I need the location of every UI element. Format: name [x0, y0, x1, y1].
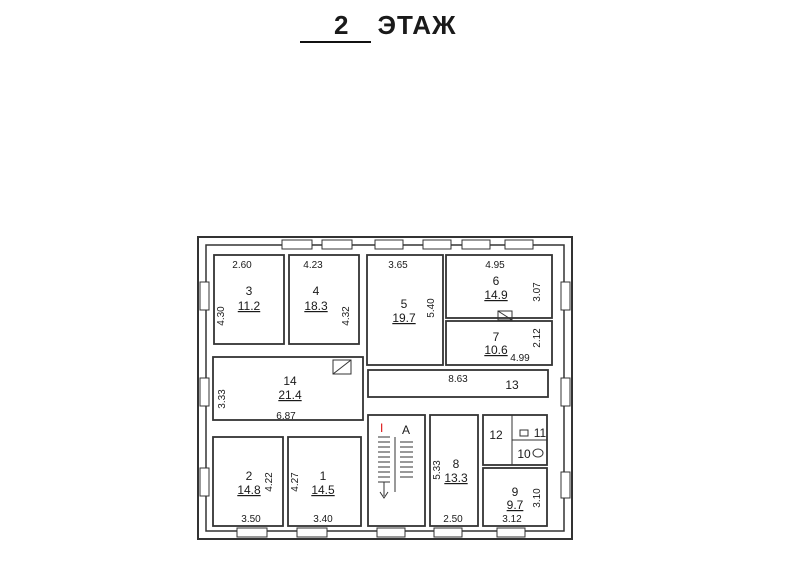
dimension: 4.32	[341, 306, 352, 326]
dimension: 3.07	[532, 282, 543, 302]
dimension: 2.60	[232, 260, 252, 271]
room-number: 2	[246, 469, 253, 483]
dimension: 4.27	[290, 472, 301, 492]
service-fixtures	[332, 310, 547, 465]
room-number: 13	[505, 378, 519, 392]
room-number: 1	[320, 469, 327, 483]
room-number: 3	[246, 284, 253, 298]
room-number: 7	[493, 330, 500, 344]
dimension: 4.99	[510, 353, 530, 364]
dimension: 3.50	[241, 514, 261, 525]
room-area: 10.6	[484, 343, 508, 357]
dimension: 3.33	[217, 389, 228, 409]
room-number: 11	[534, 426, 547, 440]
room-area: 21.4	[278, 388, 302, 402]
room-area: 11.2	[238, 299, 261, 313]
dimension: 4.95	[485, 260, 505, 271]
room-area: 9.7	[507, 498, 524, 512]
dimension: 3.12	[502, 514, 522, 525]
room-area: 14.9	[484, 288, 508, 302]
dimension: 3.65	[388, 260, 408, 271]
dimension: 2.50	[443, 514, 463, 525]
dimension: 3.10	[532, 488, 543, 508]
room-area: 14.5	[311, 483, 335, 497]
dimension: 4.23	[303, 260, 323, 271]
room-walls	[212, 254, 553, 527]
dimension: 3.40	[313, 514, 333, 525]
dimension: 4.30	[216, 306, 227, 326]
dimension: 4.22	[264, 472, 275, 492]
room-number: 4	[313, 284, 320, 298]
dimension: 8.63	[448, 374, 468, 385]
room-area: 14.8	[237, 483, 261, 497]
room-number: 9	[512, 485, 519, 499]
floor-label: ЭТАЖ	[377, 10, 457, 40]
floor-number: 2	[300, 10, 372, 43]
room-area: 18.3	[304, 299, 328, 313]
room-number: 10	[517, 447, 531, 461]
dimension: 5.40	[426, 298, 437, 318]
room-number: 5	[401, 297, 408, 311]
dimension: 2.12	[532, 328, 543, 348]
room-area: 19.7	[392, 311, 416, 325]
room-number: 6	[493, 274, 500, 288]
stair-mark: I	[380, 421, 383, 435]
stair-letter: А	[402, 423, 410, 437]
dimension: 6.87	[276, 411, 296, 422]
dimension: 5.33	[432, 460, 443, 480]
room-number: 8	[453, 457, 460, 471]
windows	[199, 239, 571, 538]
room-number: 12	[489, 428, 503, 442]
room-area: 13.3	[444, 471, 468, 485]
room-number: 14	[283, 374, 297, 388]
stair	[378, 436, 413, 499]
